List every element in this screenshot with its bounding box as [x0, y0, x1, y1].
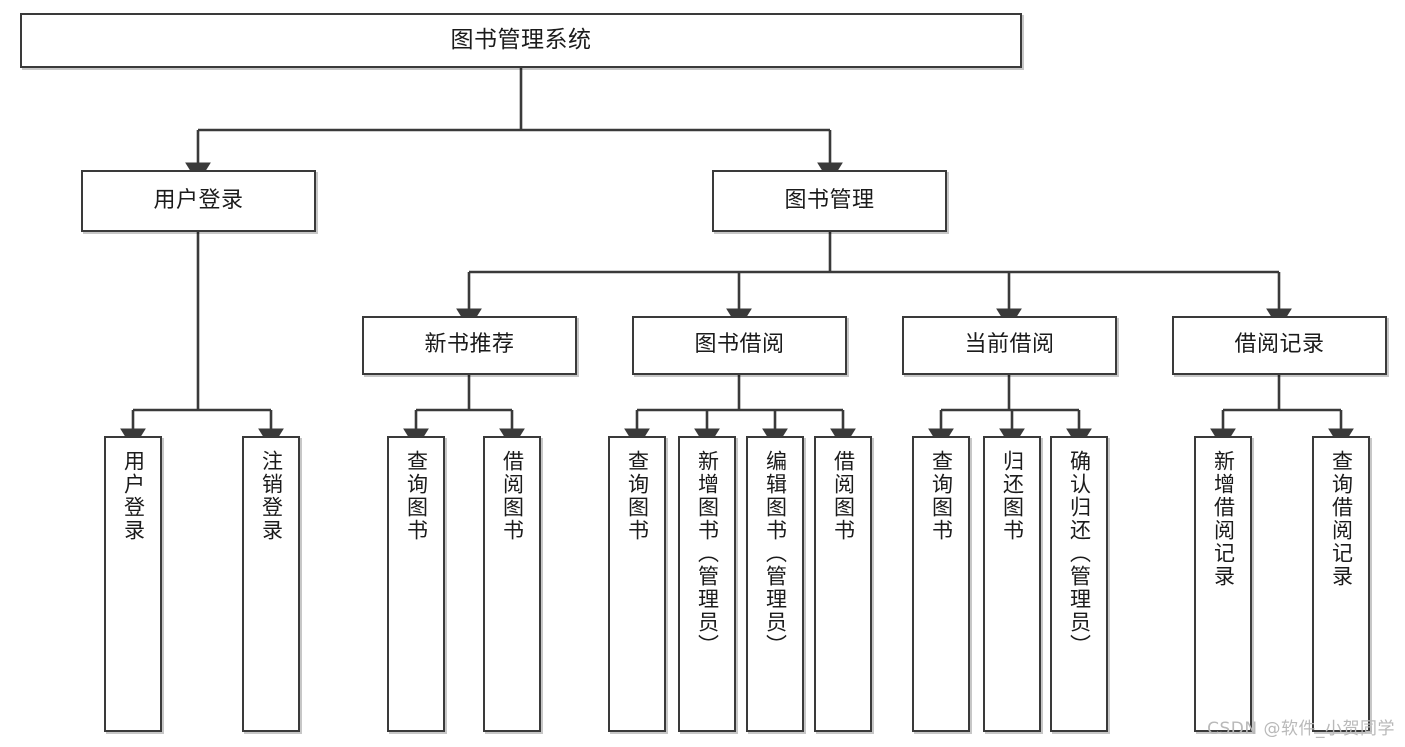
leaf-current-borrow-confirm-return[interactable]: 确认归还（管理员） [1050, 436, 1108, 732]
node-book-borrow[interactable]: 图书借阅 [632, 316, 847, 375]
leaf-user-login-login[interactable]: 用户登录 [104, 436, 162, 732]
node-label: 用户登录 [121, 450, 146, 542]
node-label: 查询图书 [929, 450, 954, 542]
node-label: 借阅图书 [500, 450, 525, 542]
node-root-system[interactable]: 图书管理系统 [20, 13, 1022, 68]
csdn-watermark: CSDN @软件_小贺同学 [1207, 719, 1395, 739]
leaf-book-borrow-lend[interactable]: 借阅图书 [814, 436, 872, 732]
leaf-user-login-logout[interactable]: 注销登录 [242, 436, 300, 732]
node-label: 用户登录 [153, 187, 244, 213]
node-user-login[interactable]: 用户登录 [81, 170, 316, 232]
leaf-book-borrow-query[interactable]: 查询图书 [608, 436, 666, 732]
leaf-records-add[interactable]: 新增借阅记录 [1194, 436, 1252, 732]
node-borrow-records[interactable]: 借阅记录 [1172, 316, 1387, 375]
node-new-book-recommend[interactable]: 新书推荐 [362, 316, 577, 375]
node-label: 查询图书 [404, 450, 429, 542]
node-label: 借阅图书 [831, 450, 856, 542]
leaf-new-books-borrow[interactable]: 借阅图书 [483, 436, 541, 732]
leaf-new-books-query[interactable]: 查询图书 [387, 436, 445, 732]
leaf-records-query[interactable]: 查询借阅记录 [1312, 436, 1370, 732]
node-label: 图书管理系统 [450, 26, 592, 53]
node-label: 确认归还（管理员） [1067, 450, 1092, 657]
leaf-current-borrow-query[interactable]: 查询图书 [912, 436, 970, 732]
node-label: 编辑图书（管理员） [763, 450, 788, 657]
node-label: 查询借阅记录 [1329, 450, 1354, 588]
leaf-book-borrow-add[interactable]: 新增图书（管理员） [678, 436, 736, 732]
node-label: 注销登录 [259, 450, 284, 542]
node-label: 归还图书 [1000, 450, 1025, 542]
node-label: 查询图书 [625, 450, 650, 542]
leaf-current-borrow-return[interactable]: 归还图书 [983, 436, 1041, 732]
leaf-book-borrow-edit[interactable]: 编辑图书（管理员） [746, 436, 804, 732]
node-label: 新书推荐 [424, 332, 515, 358]
node-label: 当前借阅 [964, 332, 1055, 358]
node-label: 新增借阅记录 [1211, 450, 1236, 588]
node-label: 图书管理 [784, 187, 875, 213]
node-current-borrow[interactable]: 当前借阅 [902, 316, 1117, 375]
node-label: 图书借阅 [694, 332, 785, 358]
node-book-management[interactable]: 图书管理 [712, 170, 947, 232]
node-label: 新增图书（管理员） [695, 450, 720, 657]
node-label: 借阅记录 [1234, 332, 1325, 358]
